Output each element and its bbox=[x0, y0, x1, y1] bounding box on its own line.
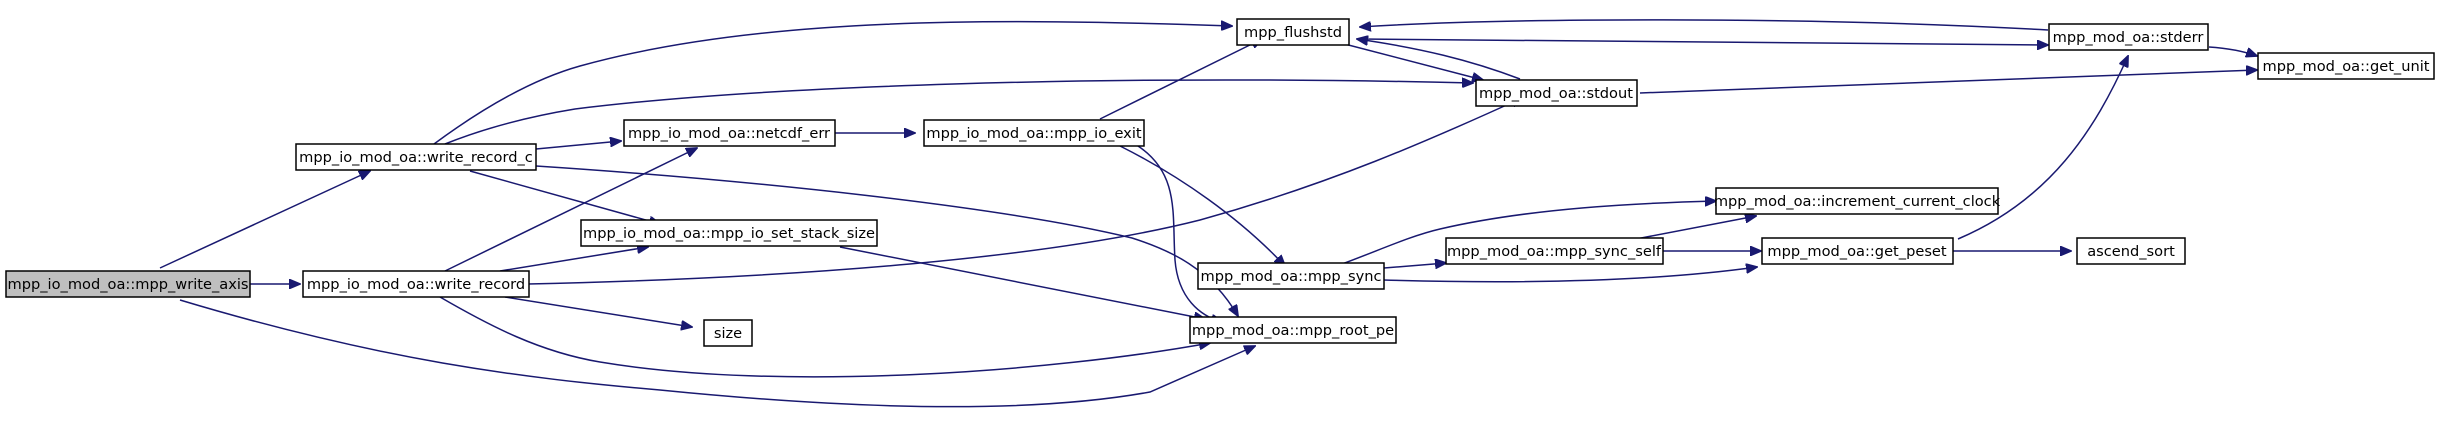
node-stderr[interactable]: mpp_mod_oa::stderr bbox=[2048, 23, 2209, 51]
edge-mpp-io-exit-to-mpp-sync bbox=[1119, 145, 1285, 266]
edge-mpp-sync-self-to-increment-current-clock bbox=[1635, 216, 1756, 240]
node-ascend-sort[interactable]: ascend_sort bbox=[2076, 237, 2186, 265]
edge-mpp-io-set-stack-size-to-mpp-root-pe bbox=[839, 246, 1205, 319]
edge-stderr-to-mpp-flushstd bbox=[1360, 19, 2049, 30]
node-netcdf-err[interactable]: mpp_io_mod_oa::netcdf_err bbox=[623, 119, 836, 147]
edge-stdout-to-mpp-flushstd bbox=[1357, 39, 1521, 80]
node-box bbox=[1475, 79, 1638, 107]
edge-mpp-write-axis-to-write-record-c bbox=[159, 171, 370, 269]
node-box bbox=[1189, 316, 1397, 344]
edge-write-record-c-to-stdout bbox=[444, 80, 1473, 145]
node-mpp-write-axis[interactable]: mpp_io_mod_oa::mpp_write_axis bbox=[5, 270, 251, 298]
node-label: mpp_io_mod_oa::write_record_c bbox=[299, 149, 533, 166]
node-box bbox=[1236, 18, 1350, 46]
node-increment-current-clock[interactable]: mpp_mod_oa::increment_current_clock bbox=[1714, 187, 2001, 215]
edge-write-record-to-mpp-root-pe bbox=[439, 296, 1210, 378]
edge-write-record-c-to-netcdf-err bbox=[535, 141, 621, 150]
node-label: mpp_mod_oa::mpp_sync_self bbox=[1447, 243, 1662, 260]
node-box bbox=[923, 119, 1145, 147]
edge-stderr-to-get-unit bbox=[2208, 46, 2257, 56]
node-mpp-io-set-stack-size[interactable]: mpp_io_mod_oa::mpp_io_set_stack_size bbox=[580, 219, 878, 247]
node-mpp-sync-self[interactable]: mpp_mod_oa::mpp_sync_self bbox=[1445, 237, 1664, 265]
node-box bbox=[580, 219, 878, 247]
edge-mpp-io-exit-to-mpp-root-pe bbox=[1137, 145, 1222, 322]
edge-write-record-to-netcdf-err bbox=[444, 148, 697, 272]
node-label: mpp_mod_oa::mpp_sync bbox=[1200, 268, 1381, 285]
node-box bbox=[1761, 237, 1954, 265]
node-box bbox=[1445, 237, 1664, 265]
node-label: mpp_io_mod_oa::mpp_io_set_stack_size bbox=[583, 225, 875, 242]
node-label: mpp_io_mod_oa::write_record bbox=[307, 276, 525, 293]
edge-mpp-io-exit-to-mpp-flushstd bbox=[1099, 39, 1262, 120]
node-mpp-root-pe[interactable]: mpp_mod_oa::mpp_root_pe bbox=[1189, 316, 1397, 344]
node-label: mpp_io_mod_oa::netcdf_err bbox=[628, 125, 830, 142]
node-label: mpp_mod_oa::increment_current_clock bbox=[1714, 193, 2001, 210]
node-label: mpp_io_mod_oa::mpp_io_exit bbox=[926, 125, 1141, 142]
edge-write-record-c-to-mpp-flushstd bbox=[433, 22, 1232, 145]
node-box bbox=[1715, 187, 1999, 215]
edge-write-record-to-mpp-io-set-stack-size bbox=[499, 247, 648, 272]
node-label: mpp_flushstd bbox=[1244, 24, 1342, 41]
node-label: mpp_mod_oa::stderr bbox=[2053, 29, 2204, 46]
node-get-peset[interactable]: mpp_mod_oa::get_peset bbox=[1761, 237, 1954, 265]
node-label: mpp_io_mod_oa::mpp_write_axis bbox=[8, 276, 249, 293]
node-label: ascend_sort bbox=[2087, 243, 2175, 260]
edge-layer bbox=[159, 19, 2257, 408]
node-label: mpp_mod_oa::stdout bbox=[1479, 85, 1633, 102]
node-mpp-io-exit[interactable]: mpp_io_mod_oa::mpp_io_exit bbox=[923, 119, 1145, 147]
node-size[interactable]: size bbox=[703, 319, 753, 347]
node-box bbox=[2076, 237, 2186, 265]
node-write-record[interactable]: mpp_io_mod_oa::write_record bbox=[302, 270, 530, 298]
edge-stdout-to-get-unit bbox=[1639, 70, 2257, 94]
node-mpp-sync[interactable]: mpp_mod_oa::mpp_sync bbox=[1197, 262, 1385, 290]
edge-mpp-sync-to-increment-current-clock bbox=[1341, 201, 1716, 265]
node-box bbox=[295, 143, 537, 171]
edge-write-record-c-to-mpp-io-set-stack-size bbox=[469, 170, 660, 224]
node-box bbox=[2048, 23, 2209, 51]
node-layer: mpp_io_mod_oa::mpp_write_axis mpp_io_mod… bbox=[5, 18, 2435, 347]
node-box bbox=[2257, 52, 2435, 80]
node-write-record-c[interactable]: mpp_io_mod_oa::write_record_c bbox=[295, 143, 537, 171]
node-mpp-flushstd[interactable]: mpp_flushstd bbox=[1236, 18, 1350, 46]
edge-write-record-to-stdout bbox=[527, 98, 1522, 285]
node-label: mpp_mod_oa::get_unit bbox=[2263, 58, 2430, 75]
node-box bbox=[703, 319, 753, 347]
node-label: mpp_mod_oa::mpp_root_pe bbox=[1192, 322, 1394, 339]
edge-get-peset-to-stderr bbox=[1957, 56, 2128, 240]
node-box bbox=[1197, 262, 1385, 290]
node-get-unit[interactable]: mpp_mod_oa::get_unit bbox=[2257, 52, 2435, 80]
node-stdout[interactable]: mpp_mod_oa::stdout bbox=[1475, 79, 1638, 107]
edge-mpp-flushstd-to-stdout bbox=[1332, 40, 1483, 80]
edge-write-record-c-to-mpp-root-pe bbox=[535, 165, 1238, 316]
edge-mpp-sync-to-mpp-sync-self bbox=[1383, 263, 1446, 268]
node-box bbox=[623, 119, 836, 147]
node-label: mpp_mod_oa::get_peset bbox=[1767, 243, 1947, 260]
edge-mpp-flushstd-to-stderr bbox=[1359, 38, 2048, 45]
node-label: size bbox=[714, 325, 742, 342]
node-box bbox=[302, 270, 530, 298]
edge-write-record-to-size bbox=[504, 296, 692, 327]
edge-mpp-sync-to-get-peset bbox=[1383, 267, 1757, 283]
edge-mpp-write-axis-to-mpp-root-pe bbox=[179, 299, 1255, 408]
node-box bbox=[5, 270, 251, 298]
